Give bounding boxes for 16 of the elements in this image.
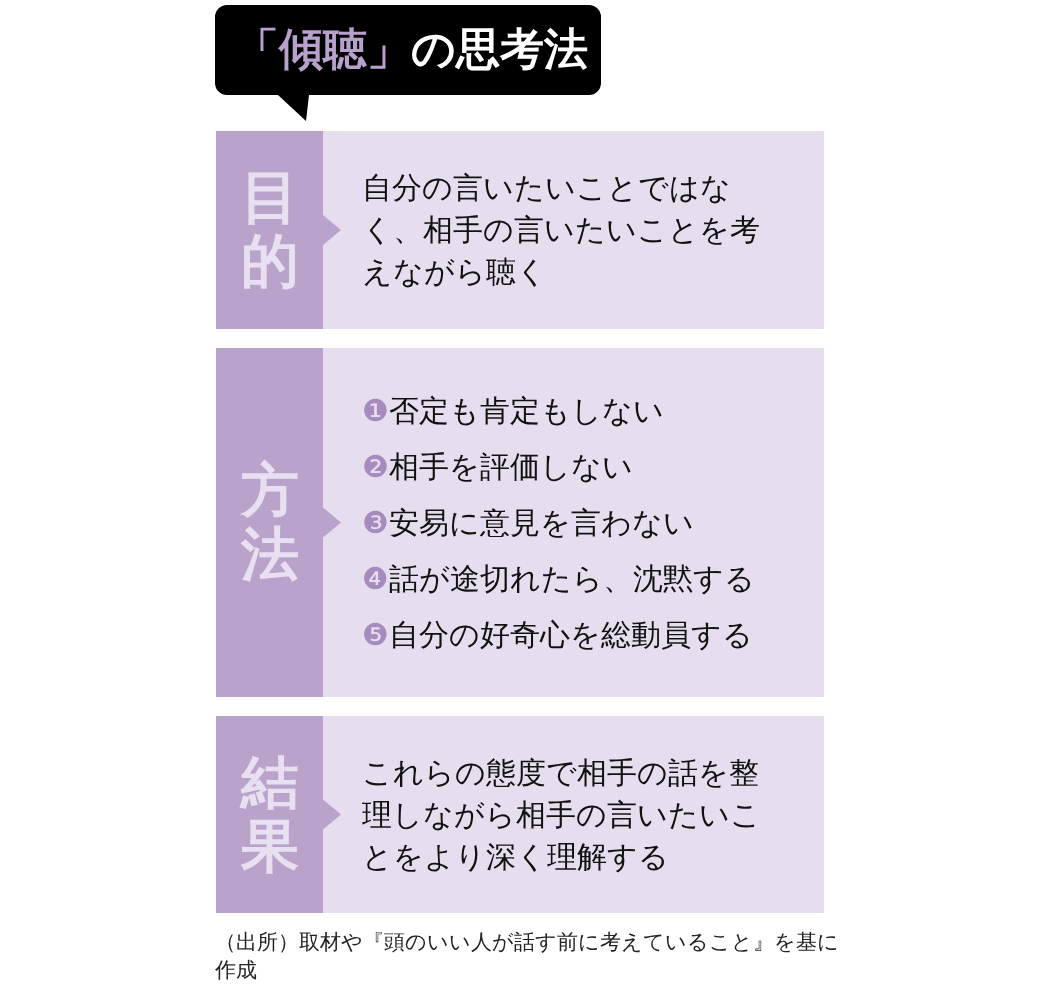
- title: 「傾聴」の思考法: [235, 22, 588, 76]
- numbered-list-item: ❷相手を評価しない: [362, 447, 633, 486]
- numbered-list-item: ❶否定も肯定もしない: [362, 391, 664, 430]
- description-text: これらの態度で相手の話を整理しながら相手の言いたいことをより深く理解する: [362, 753, 762, 876]
- category-heading: 方法: [240, 458, 299, 587]
- content-panel: [323, 716, 824, 913]
- content-panel: [323, 348, 824, 697]
- caption: （出所）取材や『頭のいい人が話す前に考えていること』を基に作成: [215, 929, 840, 984]
- category-band: [216, 348, 341, 697]
- content-panel: [323, 131, 824, 329]
- category-heading: 結果: [240, 750, 299, 879]
- numbered-list-item: ❺自分の好奇心を総動員する: [362, 615, 753, 654]
- description-text: 自分の言いたいことではなく、相手の言いたいことを考えながら聴く: [362, 169, 761, 291]
- numbered-list-item: ❹話が途切れたら、沈黙する: [362, 559, 755, 598]
- category-heading: 目的: [240, 166, 299, 294]
- numbered-list-item: ❸安易に意見を言わない: [362, 503, 694, 542]
